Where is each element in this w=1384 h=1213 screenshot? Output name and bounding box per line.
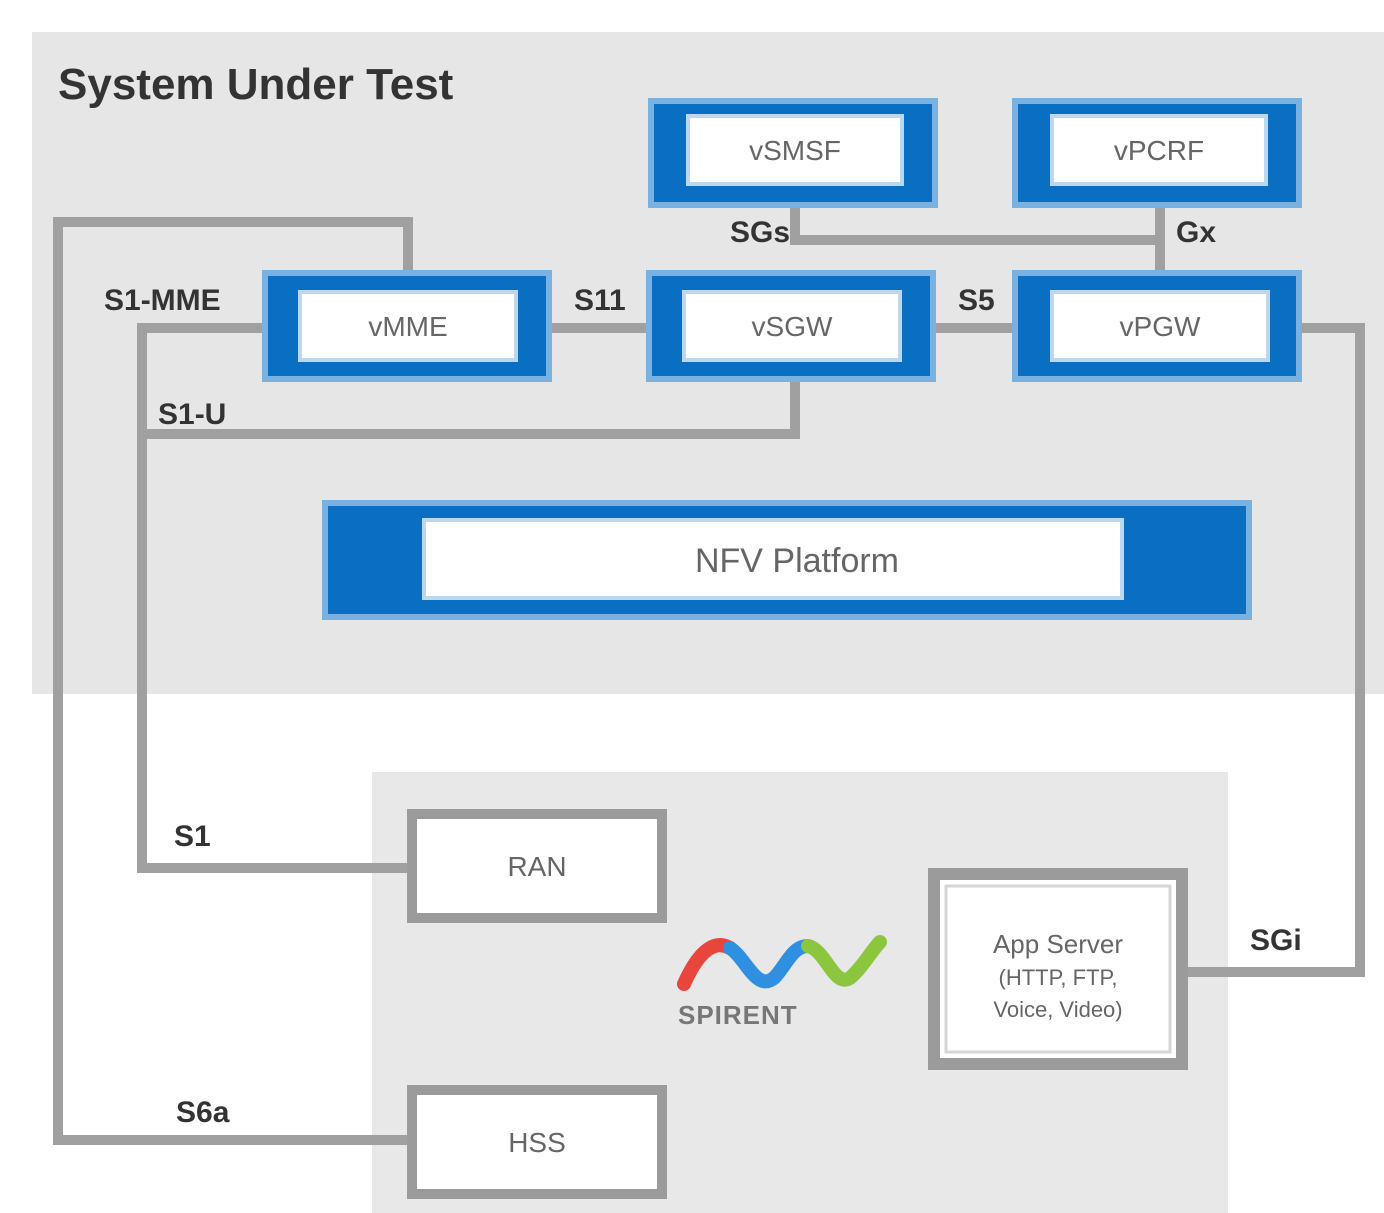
s1-mme-line xyxy=(137,323,412,873)
node-vsgw: vSGW xyxy=(646,270,936,382)
node-vpgw: vPGW xyxy=(1012,270,1302,382)
node-vpcrf: vPCRF xyxy=(1012,98,1302,208)
gx-label: Gx xyxy=(1176,216,1216,249)
vsmsf-label: vSMSF xyxy=(749,135,841,166)
sgi-line xyxy=(1182,323,1365,977)
s6a-label: S6a xyxy=(176,1096,230,1129)
s1-mme-label: S1-MME xyxy=(104,284,221,317)
sgi-label: SGi xyxy=(1250,924,1302,957)
logo-green-wave xyxy=(801,935,887,987)
s1-u-label: S1-U xyxy=(158,398,226,431)
hss-label: HSS xyxy=(508,1127,566,1158)
interface-labels: S1-MME S11 S5 S1-U SGs Gx S1 S6a SGi xyxy=(104,216,1302,1129)
app-server-line-1: App Server xyxy=(993,929,1123,959)
vendor-logo: SPIRENT xyxy=(677,935,887,1030)
s1-u-line xyxy=(142,378,800,439)
node-vsmsf: vSMSF xyxy=(648,98,938,208)
logo-blue-wave xyxy=(723,939,815,989)
app-server-line-3: Voice, Video) xyxy=(993,997,1122,1022)
s11-label: S11 xyxy=(574,284,626,317)
vsgw-label: vSGW xyxy=(752,311,833,342)
ran-label: RAN xyxy=(507,851,566,882)
ran-box: RAN xyxy=(407,809,667,923)
s5-label: S5 xyxy=(958,284,995,317)
node-vmme: vMME xyxy=(262,270,552,382)
vmme-label: vMME xyxy=(368,311,447,342)
sgs-label: SGs xyxy=(730,216,790,249)
system-under-test-title: System Under Test xyxy=(58,60,454,109)
connection-lines xyxy=(53,205,1365,1145)
vpgw-label: vPGW xyxy=(1120,311,1201,342)
sgs-line xyxy=(790,205,1160,245)
nfv-platform-label: NFV Platform xyxy=(695,542,899,580)
hss-box: HSS xyxy=(407,1085,667,1199)
app-server-box: App Server (HTTP, FTP, Voice, Video) xyxy=(928,868,1188,1070)
nfv-platform: NFV Platform xyxy=(322,500,1252,620)
app-server-line-2: (HTTP, FTP, xyxy=(999,965,1118,990)
logo-wordmark: SPIRENT xyxy=(678,1000,798,1030)
s1-label: S1 xyxy=(174,820,211,853)
s6a-line xyxy=(53,217,413,1145)
vpcrf-label: vPCRF xyxy=(1114,135,1204,166)
